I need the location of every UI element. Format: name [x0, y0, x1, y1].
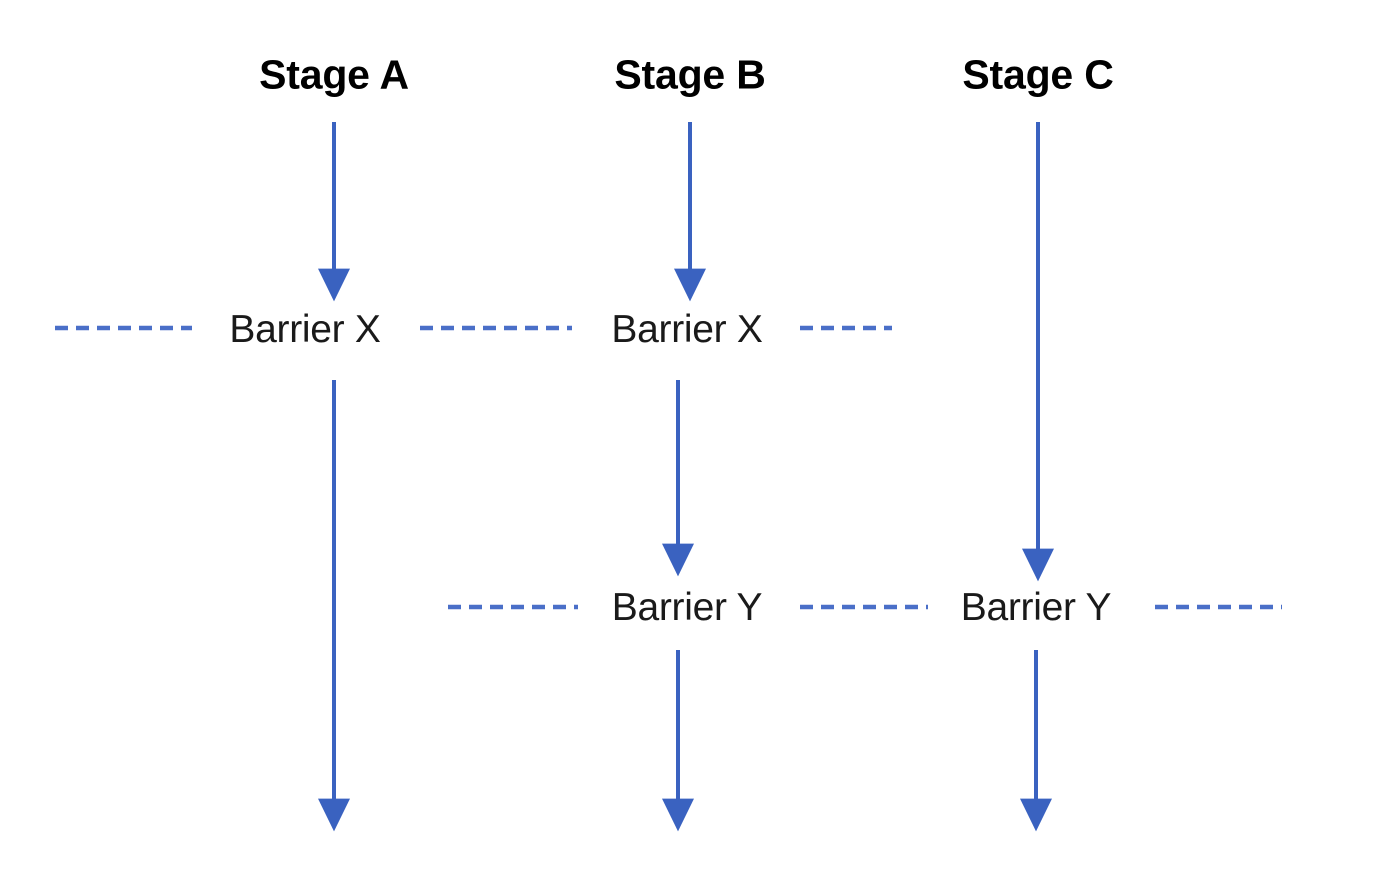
stage-header-stage-b: Stage B — [614, 51, 766, 98]
barrier-label-barrier-y-c: Barrier Y — [960, 586, 1112, 629]
arrows-group — [318, 122, 1054, 832]
barrier-label-barrier-y-b: Barrier Y — [611, 586, 763, 629]
dashed-connectors-group — [55, 325, 1282, 610]
stage-header-stage-c: Stage C — [962, 51, 1114, 98]
barrier-label-barrier-x-b: Barrier X — [611, 308, 763, 351]
stage-header-stage-a: Stage A — [259, 51, 409, 98]
barrier-label-barrier-x-a: Barrier X — [229, 308, 381, 351]
